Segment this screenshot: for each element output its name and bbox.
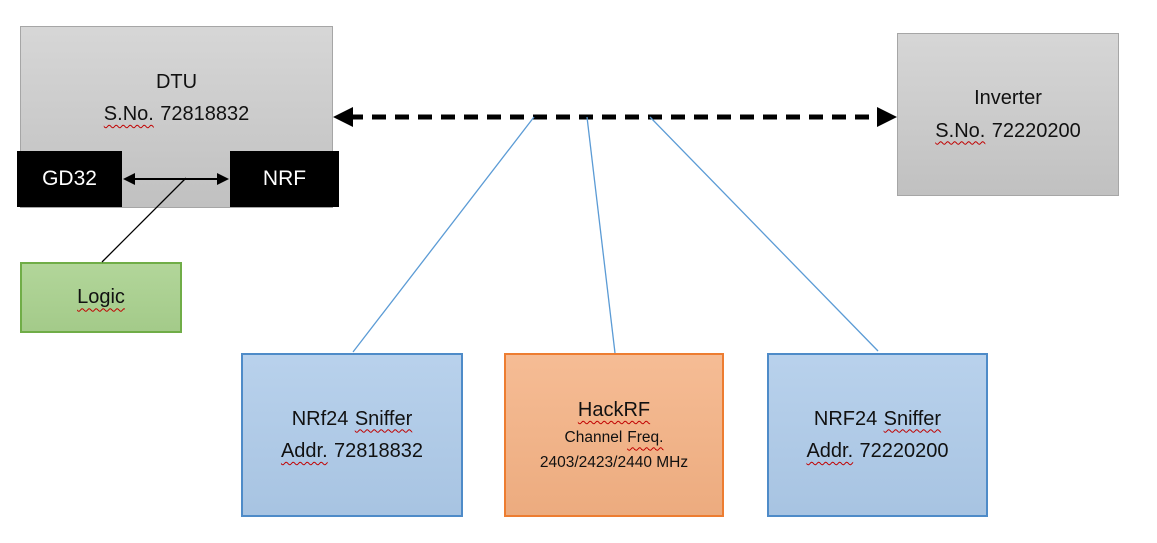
sniffer-left-addr-label: Addr. <box>280 440 328 462</box>
gd32-chip: GD32 <box>17 151 122 207</box>
sniffer-right-addr-label: Addr. <box>806 440 854 462</box>
dtu-serial-label: S.No. <box>103 103 154 125</box>
rf-link-arrowhead-left <box>333 107 353 127</box>
dtu-title: DTU <box>155 70 198 93</box>
inverter-title: Inverter <box>974 87 1042 110</box>
sniffer-left-addr: Addr. 72818832 <box>281 435 423 467</box>
inverter-serial-value: 72220200 <box>991 119 1081 142</box>
inverter-serial-label: S.No. <box>935 119 986 142</box>
inverter-serial: S.No.72220200 <box>935 115 1080 147</box>
gd32-chip-label: GD32 <box>42 167 97 190</box>
dtu-serial: S.No. 72818832 <box>104 98 249 130</box>
sniffer-right-addr-value: 72220200 <box>859 440 949 462</box>
nrf-chip: NRF <box>230 151 339 207</box>
hackrf-freq-values: 2403/2423/2440 MHz <box>539 454 689 472</box>
nrf-chip-label: NRF <box>262 167 307 190</box>
inverter-box: Inverter S.No.72220200 <box>897 33 1119 196</box>
hackrf-freq-word: Freq. <box>627 429 664 447</box>
logic-label: Logic <box>77 286 125 309</box>
sniffer-right-addr: Addr.72220200 <box>806 435 948 467</box>
dtu-serial-value: 72818832 <box>160 103 250 125</box>
sniffer-left-title-word1: NRf24 <box>291 407 349 430</box>
tap-line-sniffer-left <box>352 116 535 353</box>
sniffer-right-title-word1: NRF24 <box>813 407 878 430</box>
hackrf-title: HackRF <box>577 399 651 421</box>
sniffer-right-title-word2: Sniffer <box>883 407 942 430</box>
logic-box: Logic <box>20 262 182 333</box>
hackrf-channel-word: Channel <box>564 429 623 447</box>
sniffer-left-title-word2: Sniffer <box>354 407 413 430</box>
sniffer-left-addr-value: 72818832 <box>334 440 424 462</box>
tap-line-sniffer-right <box>649 116 879 352</box>
rf-link-arrowhead-right <box>877 107 897 127</box>
tap-line-hackrf <box>586 116 616 354</box>
